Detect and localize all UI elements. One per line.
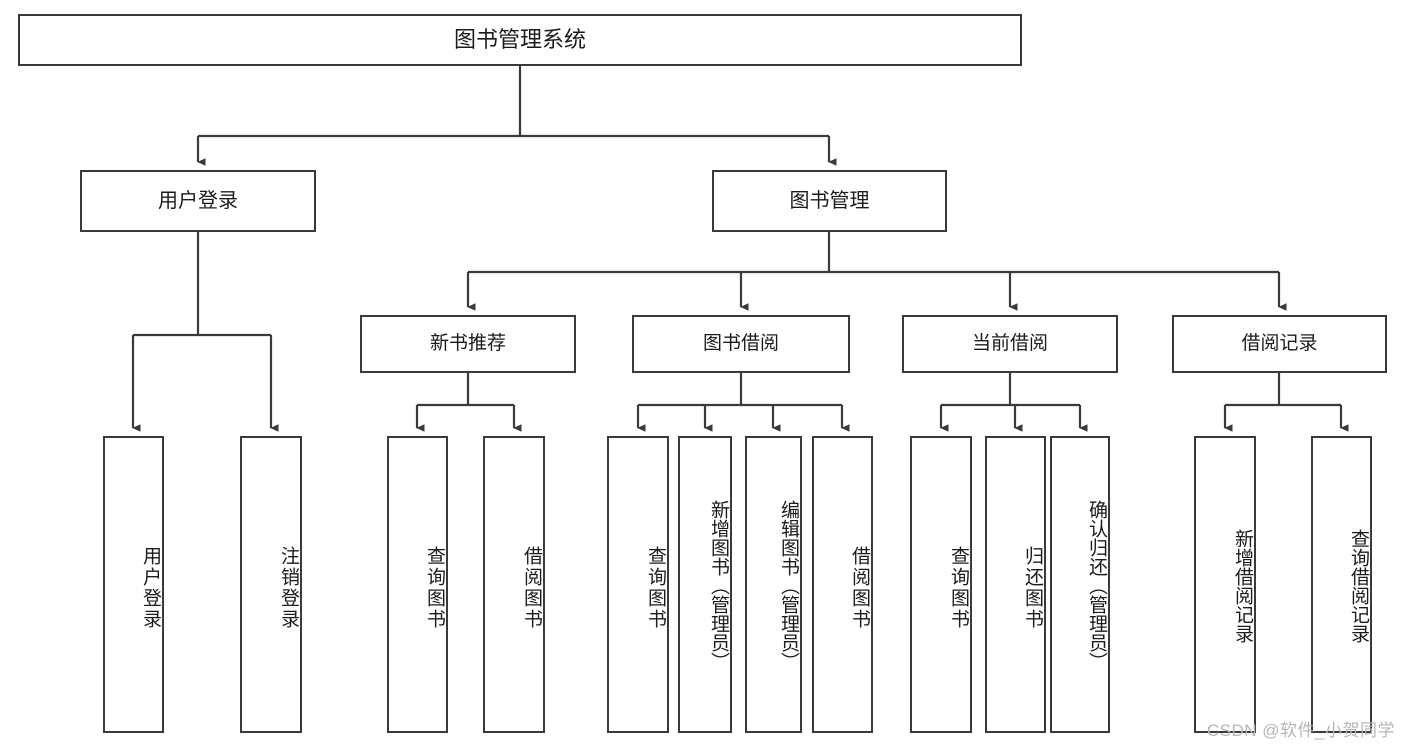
node-user-login[interactable]: 用户登录	[80, 170, 316, 232]
node-book-borrow[interactable]: 图书借阅	[632, 315, 850, 373]
node-new-book-recommend[interactable]: 新书推荐	[360, 315, 576, 373]
node-root[interactable]: 图书管理系统	[18, 14, 1022, 66]
leaf-edit-book-admin[interactable]: 编辑图书（管理员）	[745, 436, 802, 733]
leaf-query-borrow-record[interactable]: 查询借阅记录	[1311, 436, 1372, 733]
leaf-user-login[interactable]: 用户登录	[103, 436, 164, 733]
leaf-logout[interactable]: 注销登录	[240, 436, 302, 733]
leaf-add-borrow-record[interactable]: 新增借阅记录	[1194, 436, 1256, 733]
watermark-text: CSDN @软件_小贺同学	[1206, 721, 1395, 740]
leaf-query-book-1[interactable]: 查询图书	[387, 436, 448, 733]
leaf-borrow-book-2[interactable]: 借阅图书	[812, 436, 873, 733]
leaf-confirm-return-admin[interactable]: 确认归还（管理员）	[1050, 436, 1110, 733]
leaf-borrow-book-1[interactable]: 借阅图书	[483, 436, 545, 733]
leaf-add-book-admin[interactable]: 新增图书（管理员）	[678, 436, 732, 733]
leaf-query-book-2[interactable]: 查询图书	[607, 436, 669, 733]
node-current-borrow[interactable]: 当前借阅	[902, 315, 1118, 373]
node-borrow-record[interactable]: 借阅记录	[1172, 315, 1387, 373]
leaf-query-book-3[interactable]: 查询图书	[910, 436, 972, 733]
leaf-return-book[interactable]: 归还图书	[985, 436, 1046, 733]
node-book-manage[interactable]: 图书管理	[712, 170, 947, 232]
